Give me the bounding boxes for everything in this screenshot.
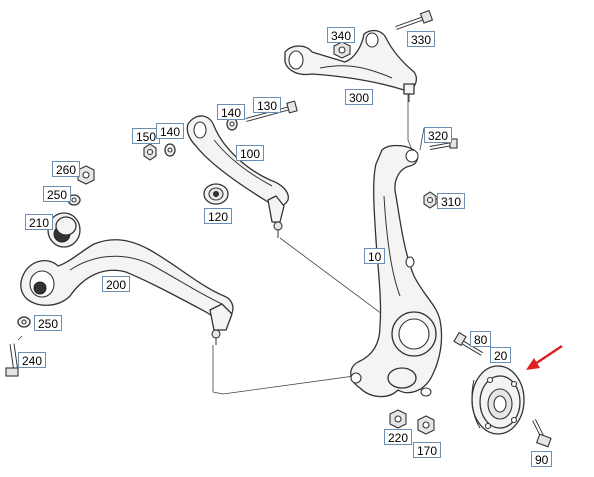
strut-arm-100 <box>186 115 289 238</box>
bolt-90 <box>532 419 552 448</box>
callout-140-left: 140 <box>156 123 185 139</box>
nut-310 <box>423 191 437 209</box>
callout-310: 310 <box>437 193 466 209</box>
callout-340: 340 <box>327 27 356 43</box>
nut-150 <box>143 143 176 161</box>
bolt-320 <box>429 138 458 150</box>
bushing-210 <box>47 212 81 248</box>
callout-10: 10 <box>364 248 386 264</box>
callout-300: 300 <box>345 89 374 105</box>
nut-170 <box>417 415 435 435</box>
callout-20: 20 <box>490 347 512 363</box>
red-indicator-arrow <box>526 344 563 370</box>
lower-control-arm-200 <box>20 239 234 345</box>
callout-140-upper: 140 <box>217 104 246 120</box>
bushing-120 <box>203 183 229 205</box>
upper-control-arm <box>284 29 418 102</box>
bolt-240 <box>5 343 19 377</box>
nut-340 <box>333 41 351 59</box>
wheel-hub-20 <box>471 365 525 435</box>
bolt-80 <box>453 331 484 356</box>
callout-90: 90 <box>531 451 553 467</box>
nut-260 <box>67 165 95 206</box>
callout-330: 330 <box>407 31 436 47</box>
callout-200: 200 <box>102 276 131 292</box>
washer-250 <box>17 316 31 328</box>
callout-130: 130 <box>253 97 282 113</box>
callout-250-lower: 250 <box>34 315 63 331</box>
callout-170: 170 <box>413 442 442 458</box>
bolt-130 <box>226 100 298 131</box>
callout-80: 80 <box>470 331 492 347</box>
nut-220 <box>389 409 407 429</box>
callout-250-upper: 250 <box>43 186 72 202</box>
callout-210: 210 <box>25 214 54 230</box>
callout-240: 240 <box>18 352 47 368</box>
callout-120: 120 <box>204 208 233 224</box>
callout-150: 150 <box>132 128 161 144</box>
bolt-330 <box>395 9 434 30</box>
steering-knuckle <box>350 144 443 398</box>
callout-100: 100 <box>236 145 265 161</box>
callout-260: 260 <box>52 161 81 177</box>
callout-320: 320 <box>424 127 453 143</box>
callout-220: 220 <box>384 429 413 445</box>
